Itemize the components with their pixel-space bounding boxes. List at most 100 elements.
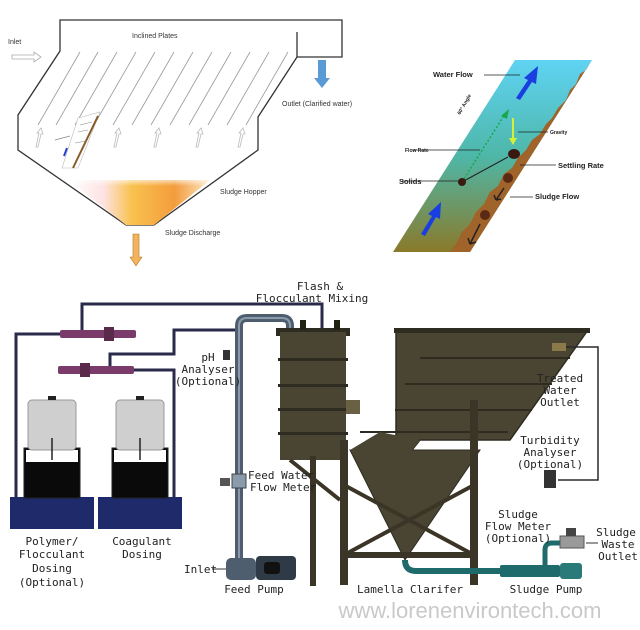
ph-analyser bbox=[223, 350, 230, 360]
sludge-discharge-label: Sludge Discharge bbox=[165, 230, 220, 237]
sludge-flow-meter-label-2: Flow Meter bbox=[485, 520, 552, 533]
plate-settling-detail: Water Flow 60° Angle Gravity Flow Rate S… bbox=[393, 60, 604, 252]
solid-particle bbox=[458, 178, 466, 186]
plate bbox=[150, 51, 194, 126]
gravity-label: Gravity bbox=[550, 130, 567, 136]
plate bbox=[112, 51, 156, 126]
plate bbox=[74, 51, 118, 126]
plate bbox=[188, 51, 232, 126]
polymer-dosing-label-2: Flocculant bbox=[19, 548, 85, 561]
inclined-plates bbox=[37, 51, 289, 126]
plate bbox=[131, 51, 175, 126]
solids-label: Solids bbox=[399, 177, 422, 186]
flow-rate-label: Flow Rate bbox=[405, 148, 429, 154]
coagulant-dosing-pump bbox=[58, 366, 134, 374]
sludge-waste-outlet-label-2: Waste bbox=[601, 538, 634, 551]
flash-mixing-label-2: Flocculant Mixing bbox=[256, 292, 369, 305]
sludge-flow-arrow-icon bbox=[467, 223, 481, 245]
flow-rate-vector bbox=[461, 113, 506, 183]
up-arrow-icon bbox=[35, 127, 44, 148]
inlet-label: Inlet bbox=[8, 39, 21, 46]
settling-rate-vector bbox=[461, 156, 509, 183]
sludge-flow-meter bbox=[559, 535, 585, 549]
sludge-pump bbox=[500, 565, 560, 577]
outlet-label: Outlet (Clarified water) bbox=[282, 101, 352, 108]
inlet-arrow-icon bbox=[11, 51, 42, 63]
solid-particle bbox=[508, 149, 520, 159]
water-channel bbox=[393, 60, 592, 252]
up-arrow-icon bbox=[195, 127, 204, 148]
ph-analyser-label-3: (Optional) bbox=[175, 375, 241, 388]
process-flow-diagram: Flash & Flocculant Mixing pH Analyser (O… bbox=[10, 280, 638, 596]
ph-analyser-label-1: pH bbox=[201, 351, 214, 364]
sludge-hopper-fill bbox=[68, 180, 210, 225]
plate bbox=[245, 51, 289, 126]
coagulant-dosing-label-2: Dosing bbox=[122, 548, 162, 561]
inlet-label: Inlet bbox=[184, 563, 217, 576]
tank-outline bbox=[17, 19, 343, 226]
up-arrow-icon bbox=[113, 127, 122, 148]
lamella-clarifier-label: Lamella Clarifer bbox=[357, 583, 463, 596]
coagulant-dosing-unit bbox=[98, 396, 182, 529]
feed-pump-label: Feed Pump bbox=[224, 583, 284, 596]
lamella-clarifier bbox=[288, 328, 590, 586]
inset-plate-detail bbox=[54, 111, 101, 169]
sludge-hopper-label: Sludge Hopper bbox=[220, 189, 267, 196]
settling-tank-schematic: Inlet Inclined Plates Outlet (Clarified … bbox=[8, 19, 352, 267]
plate bbox=[169, 51, 213, 126]
outlet-arrow-icon bbox=[314, 60, 330, 88]
plate bbox=[226, 51, 270, 126]
polymer-dosing-line bbox=[14, 302, 324, 500]
flash-mixing-label-1: Flash & bbox=[297, 280, 344, 293]
feed-water-flow-meter bbox=[231, 473, 247, 489]
dosing-lines bbox=[14, 302, 324, 500]
plate bbox=[93, 51, 137, 126]
turbidity-analyser bbox=[544, 470, 556, 488]
sludge-pump-label: Sludge Pump bbox=[510, 583, 583, 596]
plate bbox=[55, 51, 99, 126]
polymer-dosing-label-4: (Optional) bbox=[19, 576, 85, 589]
treated-water-line bbox=[558, 346, 599, 481]
treated-water-label-3: Outlet bbox=[540, 396, 580, 409]
upflow-arrows bbox=[35, 127, 246, 148]
water-flow-arrow-icon bbox=[516, 66, 538, 100]
coagulant-dosing-label-1: Coagulant bbox=[112, 535, 172, 548]
water-flow-arrow-icon bbox=[421, 202, 441, 236]
inclined-plates-label: Inclined Plates bbox=[132, 33, 178, 40]
feed-water-flow-meter-label-2: Flow Meter bbox=[250, 481, 317, 494]
turbidity-label-1: Turbidity bbox=[520, 434, 580, 447]
ph-analyser-label-2: Analyser bbox=[182, 363, 235, 376]
sludge-pipe bbox=[402, 559, 560, 574]
coagulant-dosing-line bbox=[108, 328, 236, 500]
plate bbox=[37, 51, 81, 126]
polymer-dosing-label-1: Polymer/ bbox=[26, 535, 79, 548]
flash-mixing-tank bbox=[276, 320, 360, 460]
treated-water-outlet-fitting bbox=[552, 343, 566, 351]
feed-pump bbox=[212, 556, 296, 580]
sludge-layer bbox=[450, 60, 592, 252]
turbidity-label-3: (Optional) bbox=[517, 458, 583, 471]
sludge-discharge-arrow-icon bbox=[129, 233, 143, 267]
polymer-dosing-unit bbox=[10, 396, 94, 529]
up-arrow-icon bbox=[237, 127, 246, 148]
up-arrow-icon bbox=[153, 127, 162, 148]
polymer-dosing-pump bbox=[60, 330, 136, 338]
water-flow-label: Water Flow bbox=[433, 70, 473, 79]
sludge-flow-label: Sludge Flow bbox=[535, 192, 579, 201]
sludge-flow-arrow-icon bbox=[493, 187, 505, 201]
sludge-flow-meter-label-1: Sludge bbox=[498, 508, 538, 521]
treated-water-label-1: Treated bbox=[537, 372, 583, 385]
solid-particle bbox=[480, 210, 490, 220]
polymer-dosing-label-3: Dosing bbox=[32, 562, 72, 575]
angle-label: 60° Angle bbox=[457, 93, 474, 116]
solid-particle bbox=[503, 173, 513, 183]
sludge-waste-outlet-label-3: Outlet bbox=[598, 550, 638, 563]
settling-rate-label: Settling Rate bbox=[558, 161, 604, 170]
sludge-flow-meter-label-3: (Optional) bbox=[485, 532, 551, 545]
treated-water-label-2: Water bbox=[543, 384, 576, 397]
watermark: www.lorenenvirontech.com bbox=[338, 598, 602, 623]
sludge-waste-outlet-label-1: Sludge bbox=[596, 526, 636, 539]
plate bbox=[207, 51, 251, 126]
feed-water-flow-meter-label-1: Feed Water bbox=[248, 469, 315, 482]
